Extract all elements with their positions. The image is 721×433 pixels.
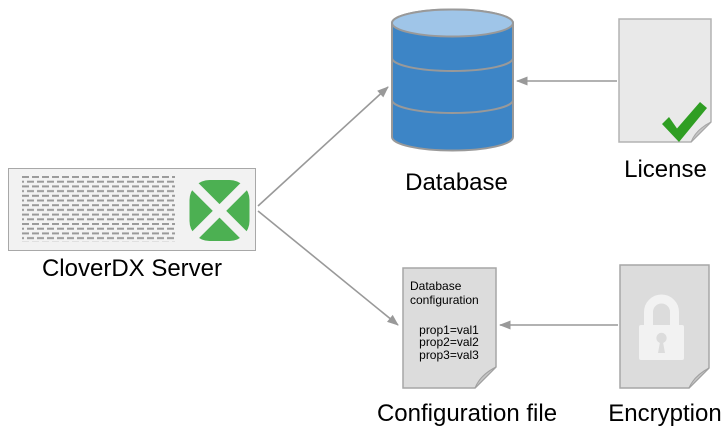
config-file-label: Configuration file	[376, 400, 558, 427]
cylinder-divider	[391, 57, 514, 72]
clover-icon	[188, 178, 251, 243]
license-document	[618, 18, 712, 143]
folded-corner	[690, 121, 712, 143]
config-prop-line: prop3=val3	[419, 347, 479, 362]
config-doc-props: prop1=val1 prop2=val2 prop3=val3	[402, 323, 496, 362]
database-label: Database	[405, 169, 508, 196]
server-text-lines	[22, 176, 175, 242]
encryption-label: Encryption	[608, 400, 721, 427]
clover-x-gap	[188, 178, 251, 243]
config-doc-heading: Database configuration	[410, 279, 479, 307]
keyhole	[656, 332, 667, 344]
folded-corner	[474, 366, 497, 389]
encryption-document	[619, 264, 710, 389]
cylinder-divider	[391, 99, 514, 114]
config-file-document	[402, 267, 497, 389]
server-label: CloverDX Server	[41, 255, 223, 282]
server-box	[8, 168, 256, 251]
arrow-server-to-config-file	[257, 210, 399, 326]
license-label: License	[624, 156, 707, 183]
lock-icon	[639, 294, 684, 360]
folded-corner	[688, 367, 710, 389]
database-cylinder-icon	[391, 8, 514, 152]
checkmark-icon	[662, 102, 707, 142]
config-prop-line: prop2=val2	[419, 335, 479, 350]
arrow-server-to-database	[257, 86, 389, 207]
config-prop-line: prop1=val1	[419, 323, 479, 337]
